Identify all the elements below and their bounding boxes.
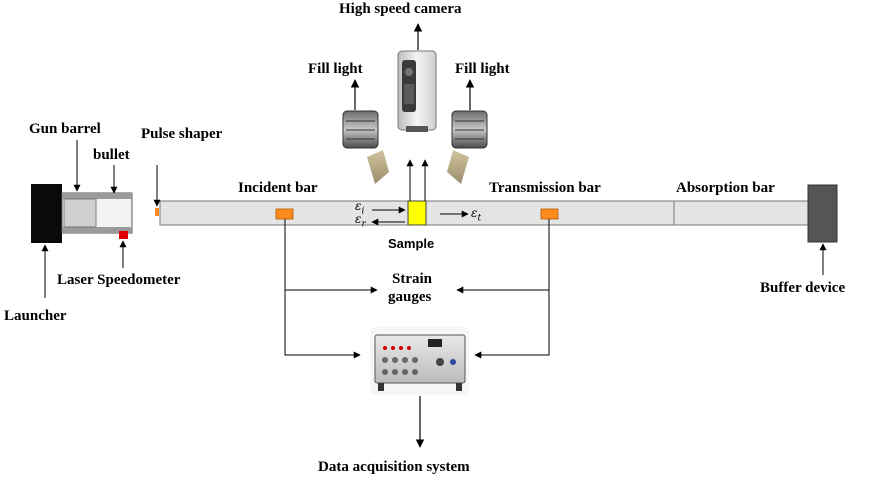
fill-light-beam-right xyxy=(447,150,469,184)
gauge-wiring xyxy=(284,219,550,359)
strain-gauges-label-line2: gauges xyxy=(388,289,432,305)
fill-light-right-label: Fill light xyxy=(455,61,510,77)
absorption-bar-label: Absorption bar xyxy=(676,180,775,196)
pulse-shaper xyxy=(155,208,159,216)
strain-gauge-transmission xyxy=(540,208,559,220)
strain-gauges-label-line1: Strain xyxy=(392,271,433,287)
strain-gauge-incident xyxy=(275,208,294,220)
fill-light-left-label: Fill light xyxy=(308,61,363,77)
buffer-device xyxy=(807,184,838,243)
sample xyxy=(407,200,427,226)
incident-bar-label: Incident bar xyxy=(238,180,318,196)
fill-light-lamp-left xyxy=(342,110,379,149)
launcher-label: Launcher xyxy=(4,308,67,324)
transmission-bar-label: Transmission bar xyxy=(489,180,601,196)
absorption-bar xyxy=(673,200,809,226)
high-speed-camera xyxy=(397,50,437,132)
reflected-strain-symbol: εr xyxy=(355,212,366,230)
incident-strain-symbol: εi xyxy=(355,199,365,217)
high-speed-camera-label: High speed camera xyxy=(339,1,462,17)
bullet xyxy=(63,198,97,228)
gun-barrel-label: Gun barrel xyxy=(29,121,101,137)
laser-speedometer-label: Laser Speedometer xyxy=(57,272,181,288)
sample-label: Sample xyxy=(388,236,435,251)
transmitted-strain-symbol: εt xyxy=(471,206,482,224)
fill-light-beam-left xyxy=(367,150,389,184)
fill-light-lamp-right xyxy=(451,110,488,149)
data-acquisition-system-label: Data acquisition system xyxy=(318,459,470,475)
data-acquisition-device xyxy=(370,327,469,395)
pulse-shaper-label: Pulse shaper xyxy=(141,126,223,142)
laser-speedometer xyxy=(119,231,128,239)
bullet-label: bullet xyxy=(93,147,130,163)
launcher xyxy=(31,184,62,243)
buffer-device-label: Buffer device xyxy=(760,280,846,296)
